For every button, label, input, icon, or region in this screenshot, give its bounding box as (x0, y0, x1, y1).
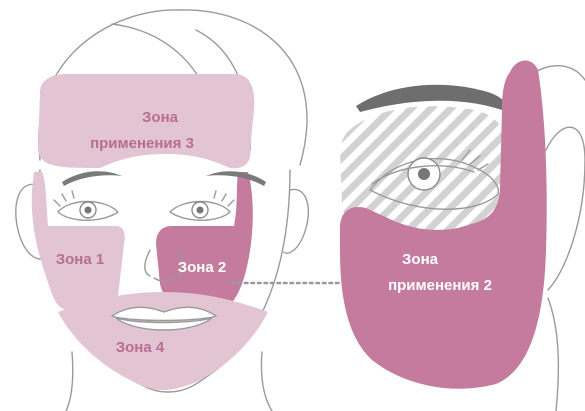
zone-1-shape (32, 172, 125, 310)
zone-2-label: Зона 2 (178, 259, 226, 276)
front-face: Зона применения 3 Зона 1 Зона 2 Зона 4 (16, 10, 309, 411)
left-eyebrow (62, 171, 122, 186)
zone-3-label-line2: применения 3 (90, 135, 194, 152)
closeup-jaw-outline (548, 298, 558, 411)
right-eye-icon (170, 191, 234, 220)
closeup-ear-outline (546, 127, 585, 290)
neck-right (261, 352, 272, 411)
eye-closeup: Зона применения 2 (340, 60, 585, 411)
zone-3-label-line1: Зона (142, 109, 179, 126)
zone-2-detail-label-line2: применения 2 (388, 277, 492, 294)
zone-4-label: Зона 4 (116, 339, 165, 356)
right-eyebrow (206, 171, 266, 186)
zone-1-label: Зона 1 (56, 251, 104, 268)
neck-left (66, 352, 73, 411)
left-eye-icon (54, 191, 118, 220)
zone-2-shape (156, 172, 253, 312)
zone-2-detail-label-line1: Зона (402, 251, 439, 268)
